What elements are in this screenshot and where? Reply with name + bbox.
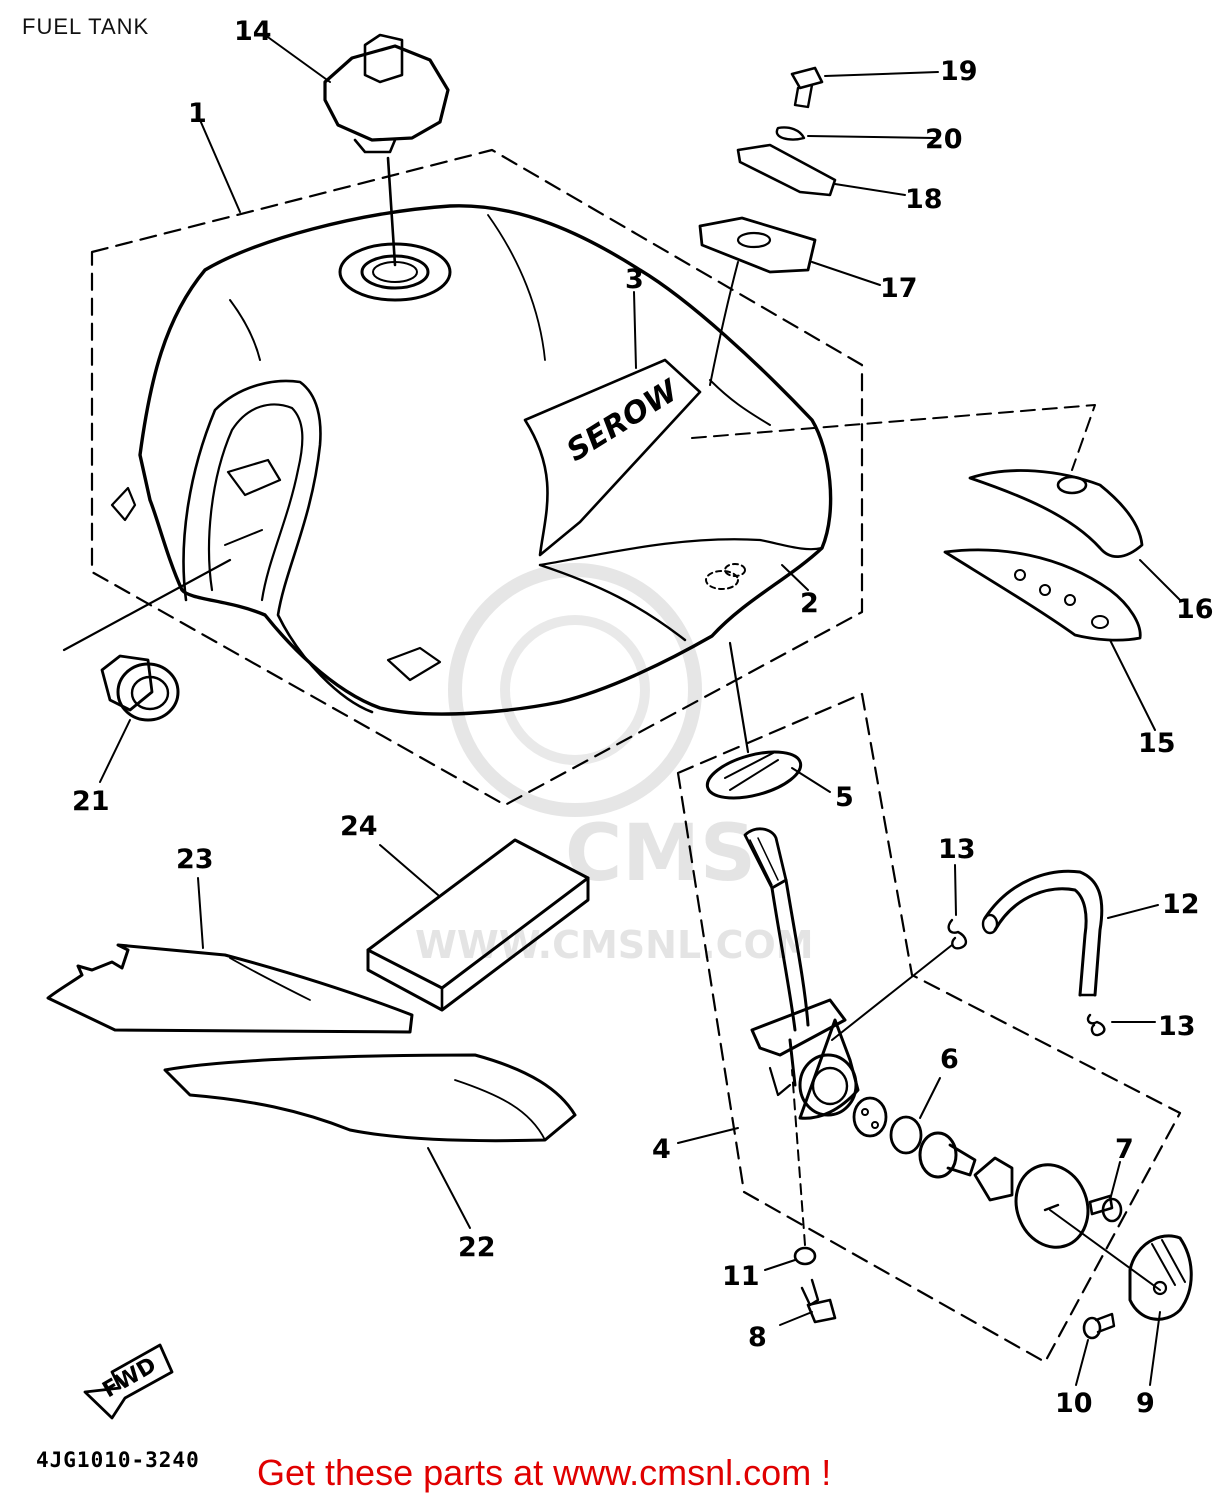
fuel-cock-assembly-boundary <box>676 692 1182 1364</box>
callout-7: 7 <box>1115 1134 1134 1165</box>
gasket-5[interactable] <box>702 743 805 806</box>
callout-2: 2 <box>800 588 819 619</box>
callout-17: 17 <box>880 273 918 304</box>
callout-16: 16 <box>1176 594 1214 625</box>
damper-17[interactable] <box>698 216 817 274</box>
cock-knob-9[interactable] <box>1128 1234 1193 1321</box>
screw-8[interactable] <box>800 1278 837 1324</box>
fwd-direction-arrow <box>83 1343 174 1420</box>
callout-12: 12 <box>1162 889 1200 920</box>
grommet-21[interactable] <box>100 654 180 722</box>
gasket-lever[interactable] <box>973 1156 1014 1202</box>
callout-4: 4 <box>652 1134 671 1165</box>
tank-cover-lower[interactable] <box>943 548 1142 642</box>
leader-lines <box>99 34 1181 1386</box>
clip-13-lower[interactable] <box>1086 1013 1106 1037</box>
washer-20[interactable] <box>775 126 806 141</box>
screw-7[interactable] <box>1088 1194 1123 1223</box>
pad-23[interactable] <box>46 943 414 1034</box>
callout-15: 15 <box>1138 728 1176 759</box>
bracket-18[interactable] <box>736 143 837 197</box>
cock-plate[interactable] <box>1005 1155 1100 1258</box>
callout-8: 8 <box>748 1322 767 1353</box>
callout-6: 6 <box>940 1044 959 1075</box>
callout-24: 24 <box>340 811 378 842</box>
tank-assembly-boundary <box>90 148 864 807</box>
page-title: FUEL TANK <box>22 14 150 39</box>
callout-1: 1 <box>188 98 207 129</box>
callout-14: 14 <box>234 16 272 47</box>
watermark-brand: CMS <box>565 809 756 899</box>
fuel-cap[interactable] <box>323 33 450 154</box>
promo-link[interactable]: Get these parts at www.cmsnl.com ! <box>257 1452 832 1493</box>
o-ring-6[interactable] <box>889 1115 923 1155</box>
bolt-19[interactable] <box>790 66 824 109</box>
pad-22[interactable] <box>163 1053 577 1143</box>
callout-11: 11 <box>722 1261 760 1292</box>
callout-18: 18 <box>905 184 943 215</box>
callout-22: 22 <box>458 1232 496 1263</box>
callout-3: 3 <box>625 264 644 295</box>
pad-24[interactable] <box>366 838 590 1012</box>
watermark-url: WWW.CMSNL.COM <box>415 923 814 967</box>
callout-23: 23 <box>176 844 214 875</box>
watermark: CMS WWW.CMSNL.COM <box>415 563 814 967</box>
fuel-hose-12[interactable] <box>981 869 1104 997</box>
callout-labels: 1 2 3 4 5 6 7 8 9 10 11 12 13 13 14 15 1… <box>72 16 1214 1419</box>
callout-13-upper: 13 <box>938 834 976 865</box>
packing-disc[interactable] <box>852 1096 888 1138</box>
callout-10: 10 <box>1055 1388 1093 1419</box>
callout-5: 5 <box>835 782 854 813</box>
fuel-cock[interactable] <box>743 827 860 1120</box>
clip-13-upper[interactable] <box>947 918 968 950</box>
tank-cover-upper[interactable] <box>968 469 1144 559</box>
washer-11[interactable] <box>793 1246 817 1266</box>
lever-body[interactable] <box>918 1131 977 1179</box>
callout-20: 20 <box>925 124 963 155</box>
callout-21: 21 <box>72 786 110 817</box>
screw-10[interactable] <box>1082 1312 1116 1340</box>
callout-9: 9 <box>1136 1388 1155 1419</box>
diagram-code: 4JG1010-3240 <box>36 1448 200 1472</box>
callout-19: 19 <box>940 56 978 87</box>
callout-13-lower: 13 <box>1158 1011 1196 1042</box>
tank-decal-text: SEROW <box>561 372 686 468</box>
